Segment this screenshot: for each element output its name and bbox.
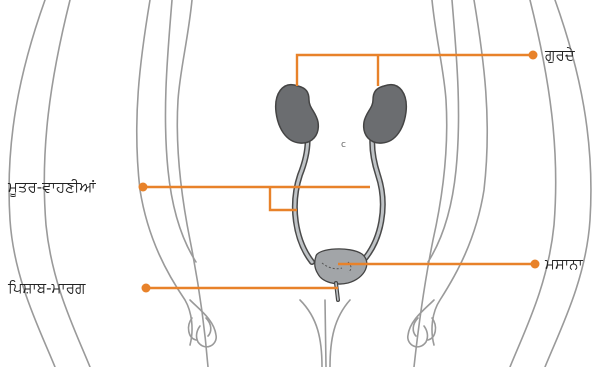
kidney-left — [276, 85, 319, 143]
center-mark: c — [341, 140, 346, 150]
kidney-right — [364, 85, 407, 143]
urethra — [336, 283, 338, 300]
label-urethra: ਪਿਸ਼ਾਬ-ਮਾਰਗ — [7, 279, 86, 297]
label-bladder: ਮਸਾਨਾ — [544, 255, 584, 273]
kidneys-leader-dot — [529, 51, 538, 60]
ureters-leader-dot — [139, 183, 148, 192]
urethra-leader-dot — [142, 284, 151, 293]
label-ureters: ਮੂਤਰ-ਵਾਹਣੀਆਂ — [7, 178, 96, 196]
label-kidneys: ਗੁਰਦੇ — [544, 46, 576, 64]
bladder — [315, 249, 367, 284]
bladder-leader-dot — [531, 260, 540, 269]
